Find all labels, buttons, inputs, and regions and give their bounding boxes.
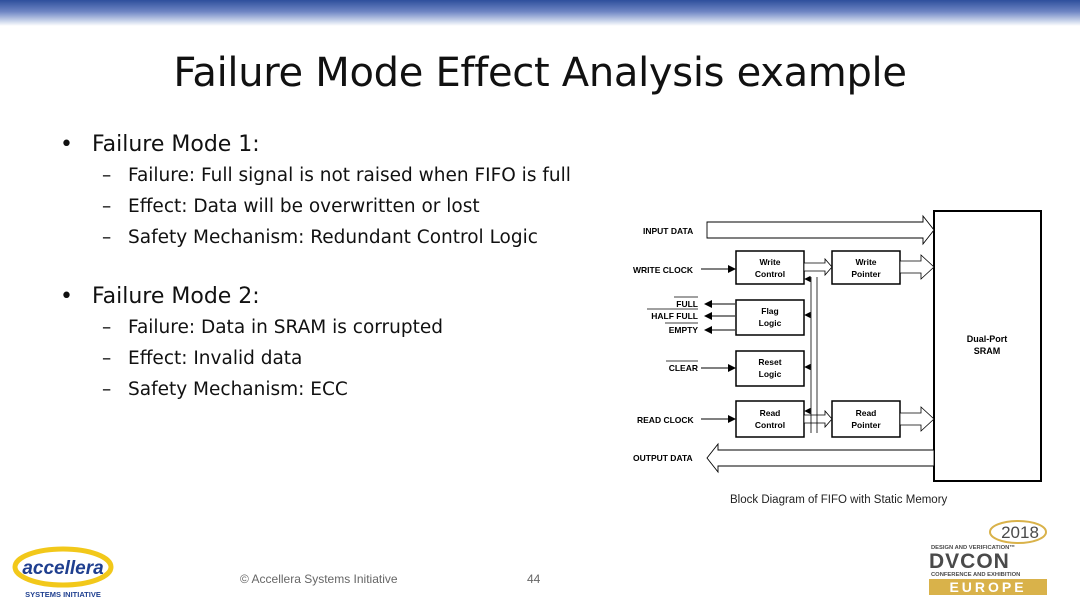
dvcon-line1: DESIGN AND VERIFICATION™ (931, 545, 1015, 551)
bullet-heading: Failure Mode 2: (92, 284, 260, 309)
write-clock-label: WRITE CLOCK (633, 265, 694, 275)
sub-bullet: Failure: Data in SRAM is corrupted (128, 317, 444, 338)
output-data-label: OUTPUT DATA (633, 453, 693, 463)
half-full-label: HALF FULL (651, 311, 698, 321)
full-label: FULL (676, 299, 698, 309)
read-clock-label: READ CLOCK (637, 415, 695, 425)
sram-label-2: SRAM (974, 346, 1001, 356)
flag-logic-label-1: Flag (761, 306, 778, 316)
accellera-logo-svg: accellera SYSTEMS INITIATIVE (12, 546, 114, 599)
bullet-list: •Failure Mode 1: –Failure: Full signal i… (60, 132, 620, 410)
empty-label: EMPTY (669, 325, 699, 335)
read-pointer-label-1: Read (856, 408, 877, 418)
read-control-to-pointer-arrow (803, 409, 833, 429)
sub-bullet: Effect: Data will be overwritten or lost (128, 196, 480, 217)
dvcon-name: DVCON (929, 550, 1010, 573)
sram-label-1: Dual-Port (967, 334, 1008, 344)
write-pointer-to-sram-arrow (899, 254, 935, 280)
input-data-arrow (706, 214, 935, 246)
bullet-heading: Failure Mode 1: (92, 132, 260, 157)
accellera-logo: accellera SYSTEMS INITIATIVE (10, 542, 120, 602)
sub-bullet: Safety Mechanism: Redundant Control Logi… (128, 227, 538, 248)
flag-logic-label-2: Logic (759, 318, 782, 328)
write-pointer-label-1: Write (855, 257, 876, 267)
bullet-group-2: •Failure Mode 2: –Failure: Data in SRAM … (60, 284, 620, 400)
dvcon-logo: 2018 DESIGN AND VERIFICATION™ DVCON CONF… (928, 518, 1053, 598)
flag-logic-block (735, 299, 805, 336)
fifo-block-diagram: Dual-Port SRAM INPUT DATA OUTPUT DATA Wr… (625, 205, 1070, 515)
bullet-dot-icon: • (60, 132, 73, 157)
slide-title: Failure Mode Effect Analysis example (173, 50, 907, 96)
read-control-label-2: Control (755, 420, 785, 430)
reset-logic-block (735, 350, 805, 387)
write-control-label-2: Control (755, 269, 785, 279)
dash-icon: – (102, 196, 112, 217)
clear-label: CLEAR (669, 363, 698, 373)
write-control-label-1: Write (759, 257, 780, 267)
dash-icon: – (102, 379, 112, 400)
dash-icon: – (102, 317, 112, 338)
write-pointer-block (831, 250, 901, 285)
read-pointer-block (831, 400, 901, 438)
dvcon-region: EUROPE (949, 579, 1026, 595)
dvcon-ring-icon (989, 520, 1047, 544)
dvcon-year: 2018 (1001, 523, 1039, 542)
dvcon-line2: CONFERENCE AND EXHIBITION (931, 572, 1020, 578)
output-data-arrow (706, 442, 935, 474)
dash-icon: – (102, 227, 112, 248)
write-control-block (735, 250, 805, 285)
bullet-group-1: •Failure Mode 1: –Failure: Full signal i… (60, 132, 620, 248)
diagram-caption: Block Diagram of FIFO with Static Memory (730, 494, 948, 506)
input-data-label: INPUT DATA (643, 226, 693, 236)
sub-bullet: Failure: Full signal is not raised when … (128, 165, 571, 186)
sub-bullet: Safety Mechanism: ECC (128, 379, 348, 400)
sram-block (933, 210, 1042, 482)
read-pointer-to-sram-arrow (899, 406, 935, 432)
reset-logic-label-2: Logic (759, 369, 782, 379)
dvcon-region-bar (929, 579, 1047, 595)
sub-bullet: Effect: Invalid data (128, 348, 303, 369)
header-band (0, 0, 1080, 26)
dash-icon: – (102, 348, 112, 369)
footer-copyright: © Accellera Systems Initiative (240, 572, 398, 586)
page-number: 44 (527, 572, 541, 586)
accellera-tagline: SYSTEMS INITIATIVE (25, 590, 101, 599)
reset-logic-label-1: Reset (758, 357, 781, 367)
bullet-dot-icon: • (60, 284, 73, 309)
write-control-to-pointer-arrow (803, 257, 833, 277)
read-control-block (735, 400, 805, 438)
accellera-wordmark: accellera (22, 558, 104, 579)
dvcon-logo-svg: 2018 DESIGN AND VERIFICATION™ DVCON CONF… (929, 520, 1047, 595)
fifo-diagram-svg: Dual-Port SRAM INPUT DATA OUTPUT DATA Wr… (633, 210, 1042, 482)
read-control-label-1: Read (760, 408, 781, 418)
write-pointer-label-2: Pointer (851, 269, 881, 279)
dash-icon: – (102, 165, 112, 186)
accellera-swoosh-icon (12, 546, 114, 588)
read-pointer-label-2: Pointer (851, 420, 881, 430)
